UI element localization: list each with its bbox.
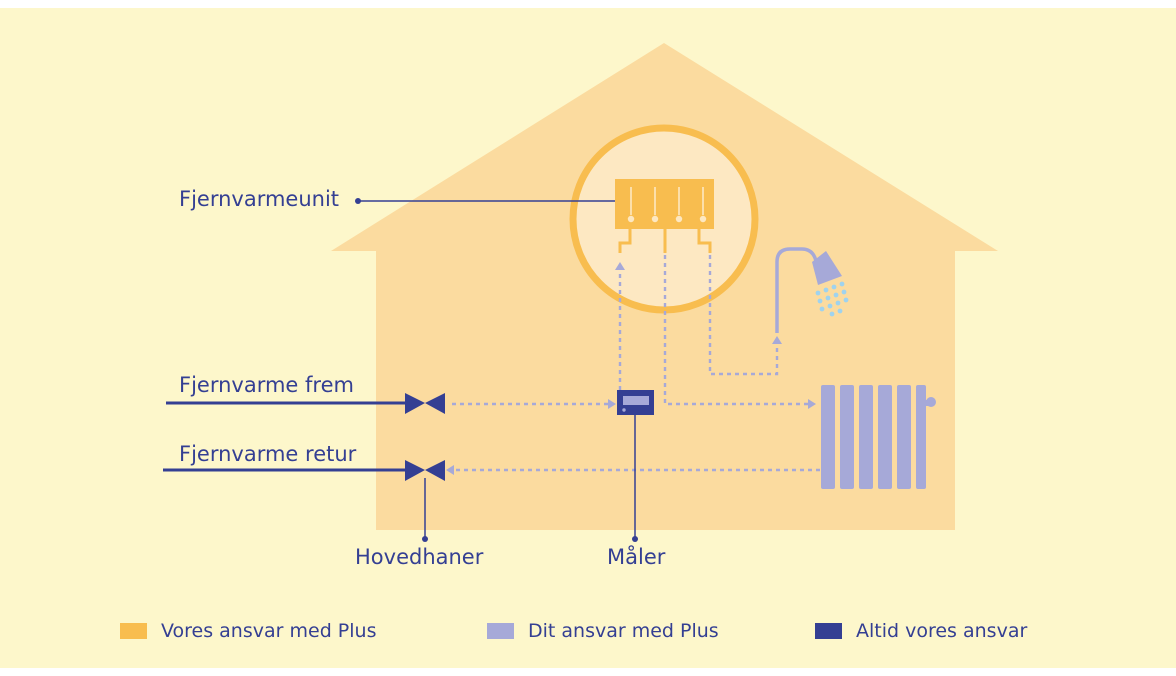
main-pipes (163, 401, 407, 472)
legend-label: Vores ansvar med Plus (161, 620, 377, 642)
leader-lines (355, 198, 638, 542)
label-heating-unit: Fjernvarmeunit (179, 187, 340, 211)
legend-item-navy: Altid vores ansvar (815, 620, 1027, 642)
label-supply: Fjernvarme frem (179, 373, 354, 397)
dotted-pipes (452, 255, 820, 472)
pipe-arrows (446, 262, 816, 475)
label-return: Fjernvarme retur (179, 442, 357, 466)
label-meter: Måler (607, 545, 666, 569)
meter-icon (617, 390, 654, 415)
shower-icon (775, 247, 849, 333)
legend-item-orange: Vores ansvar med Plus (120, 620, 376, 642)
legend-swatch-orange (120, 623, 147, 639)
valve-supply-icon (405, 393, 445, 414)
label-main-valves: Hovedhaner (355, 545, 484, 569)
legend-item-lilac: Dit ansvar med Plus (487, 620, 719, 642)
legend-label: Dit ansvar med Plus (528, 620, 719, 642)
legend-swatch-lilac (487, 623, 514, 639)
valve-return-icon (405, 460, 445, 481)
heating-unit-icon (615, 179, 714, 253)
radiator-icon (821, 385, 936, 489)
legend-label: Altid vores ansvar (856, 620, 1028, 642)
legend-swatch-navy (815, 623, 842, 639)
